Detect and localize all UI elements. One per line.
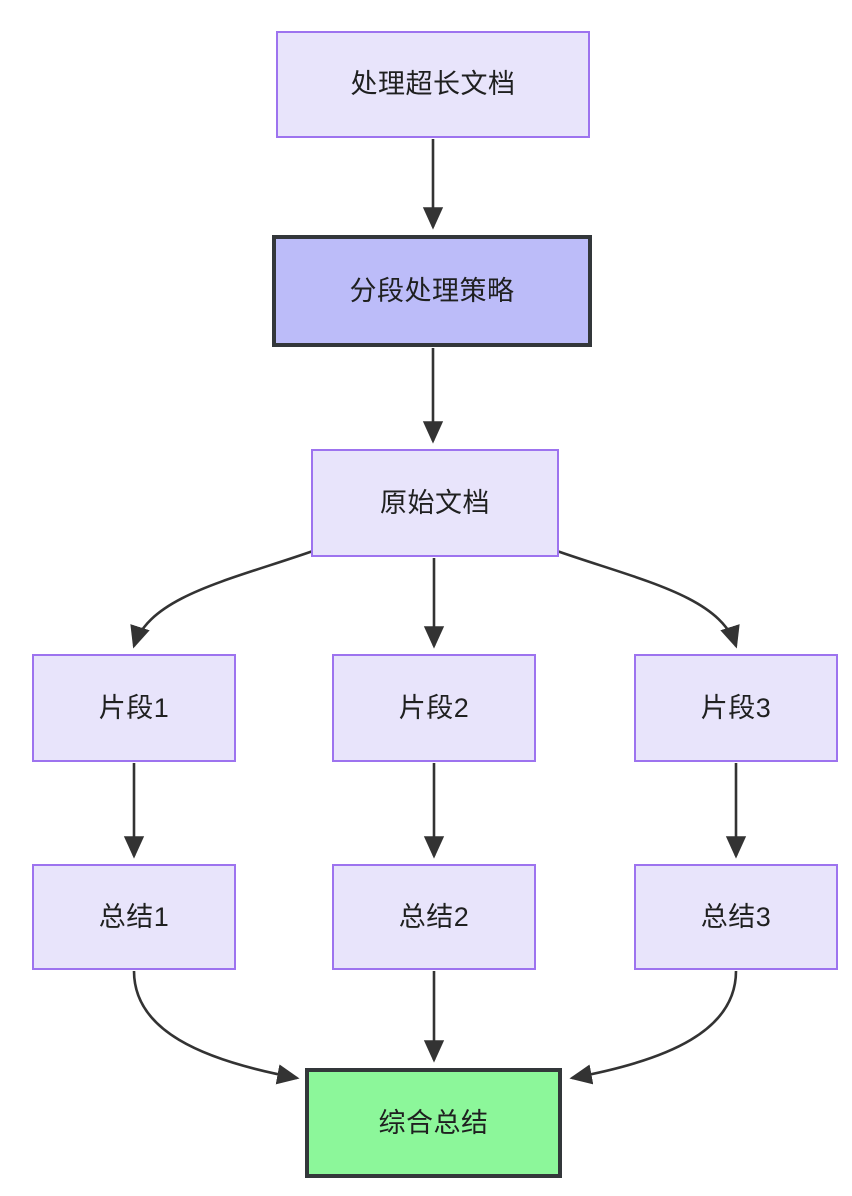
node-fragment-1[interactable]: 片段1 xyxy=(32,654,236,762)
node-long-doc[interactable]: 处理超长文档 xyxy=(276,31,590,138)
node-strategy-label: 分段处理策略 xyxy=(349,275,515,306)
node-final-summary[interactable]: 综合总结 xyxy=(305,1068,562,1178)
node-fragment-2[interactable]: 片段2 xyxy=(332,654,536,762)
node-summary-3-label: 总结3 xyxy=(700,901,772,932)
node-summary-3[interactable]: 总结3 xyxy=(634,864,838,970)
node-summary-1[interactable]: 总结1 xyxy=(32,864,236,970)
node-long-doc-label: 处理超长文档 xyxy=(350,69,516,100)
node-fragment-3[interactable]: 片段3 xyxy=(634,654,838,762)
node-source-doc[interactable]: 原始文档 xyxy=(311,449,559,557)
node-summary-2[interactable]: 总结2 xyxy=(332,864,536,970)
node-source-doc-label: 原始文档 xyxy=(380,487,490,518)
node-fragment-2-label: 片段2 xyxy=(398,692,470,723)
node-fragment-1-label: 片段1 xyxy=(98,692,170,723)
edge-source-doc-to-fragment-3 xyxy=(556,549,740,649)
node-strategy[interactable]: 分段处理策略 xyxy=(272,235,592,347)
node-final-summary-label: 综合总结 xyxy=(378,1107,489,1138)
node-fragment-3-label: 片段3 xyxy=(700,692,772,723)
edge-summary-3-to-final-summary xyxy=(569,970,738,1085)
node-summary-2-label: 总结2 xyxy=(398,901,470,932)
edge-summary-1-to-final-summary xyxy=(132,970,300,1085)
node-summary-1-label: 总结1 xyxy=(98,901,170,932)
edge-source-doc-to-fragment-1 xyxy=(130,549,314,649)
